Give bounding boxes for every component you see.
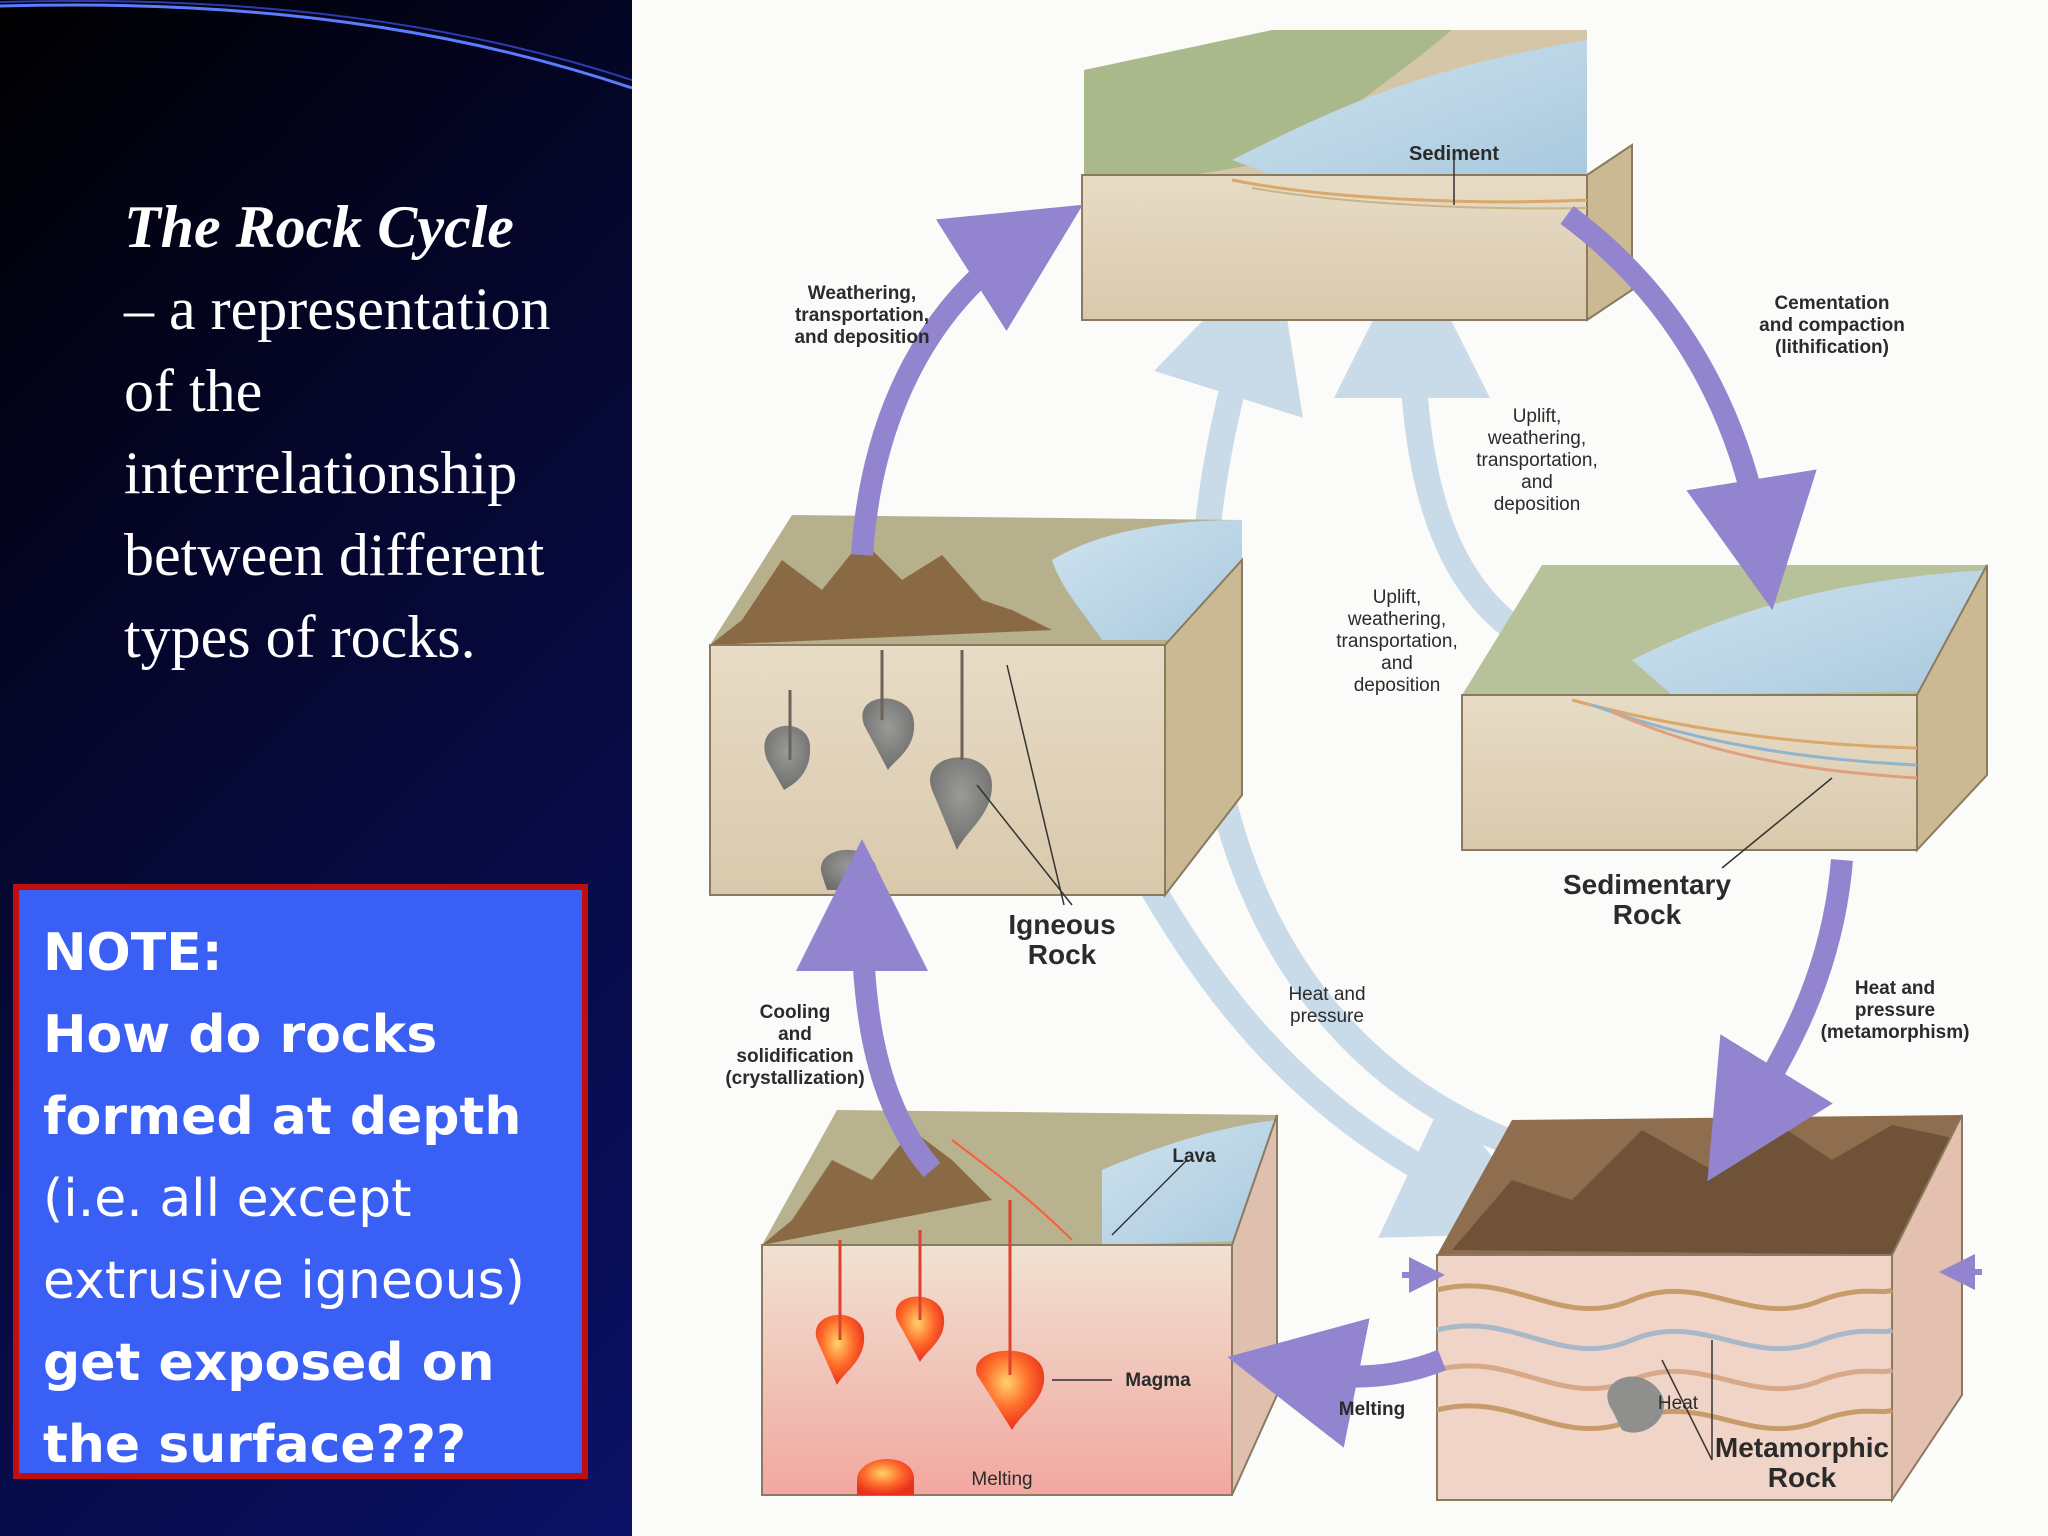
rock-cycle-illustration: [709, 30, 1988, 1504]
slide-title-emphasis: The Rock Cycle: [124, 194, 514, 260]
label-melting-bottom: Melting: [971, 1469, 1033, 1490]
note-line-2: (i.e. all except extrusive igneous): [43, 1169, 525, 1311]
note-heading: NOTE:: [43, 923, 223, 983]
heat-pressure-arrow-igneous: [1130, 863, 1553, 1238]
sediment-block: [1081, 30, 1633, 322]
metamorphic-block: [1436, 1114, 1963, 1504]
label-uplift-1: Uplift, weathering, transportation, and …: [1476, 406, 1598, 515]
note-line-3: get exposed on the surface???: [43, 1333, 495, 1475]
label-weathering: Weathering, transportation, and depositi…: [794, 283, 930, 348]
sedimentary-block: [1461, 564, 1988, 869]
note-box: NOTE: How do rocks formed at depth (i.e.…: [13, 884, 588, 1479]
label-magma: Magma: [1125, 1370, 1191, 1391]
igneous-block: [709, 515, 1243, 906]
uplift-arrow-from-metamorphic: [1154, 245, 1537, 1163]
cooling-arrow: [796, 839, 941, 1178]
slide-title-text: – a representation of the interrelations…: [124, 276, 551, 670]
label-heat: Heat: [1657, 1393, 1699, 1414]
label-igneous-rock: Igneous Rock: [1008, 909, 1116, 970]
label-sediment: Sediment: [1408, 143, 1500, 165]
metamorphism-arrow: [1707, 859, 1853, 1182]
label-melting-arrow: Melting: [1338, 1399, 1406, 1420]
slide-title: The Rock Cycle – a representation of the…: [124, 186, 594, 678]
title-swoosh-decoration: [0, 0, 632, 90]
label-sedimentary-rock: Sedimentary Rock: [1562, 869, 1732, 930]
rock-cycle-diagram: Sediment Weathering, transportation, and…: [632, 0, 2048, 1536]
label-cementation: Cementation and compaction (lithificatio…: [1759, 293, 1905, 358]
label-heat-pressure-metamorphism: Heat and pressure (metamorphism): [1820, 978, 1970, 1043]
label-metamorphic-rock: Metamorphic Rock: [1714, 1432, 1890, 1493]
weathering-arrow: [851, 204, 1083, 556]
label-lava: Lava: [1172, 1146, 1216, 1167]
label-cooling: Cooling and solidification (crystallizat…: [725, 1002, 865, 1089]
note-line-1: How do rocks formed at depth: [43, 1005, 522, 1147]
label-heat-pressure: Heat and pressure: [1288, 984, 1366, 1027]
cementation-arrow: [1560, 206, 1817, 611]
title-panel: The Rock Cycle – a representation of the…: [0, 0, 632, 1536]
melting-arrow: [1227, 1318, 1447, 1448]
label-uplift-2: Uplift, weathering, transportation, and …: [1336, 587, 1458, 696]
